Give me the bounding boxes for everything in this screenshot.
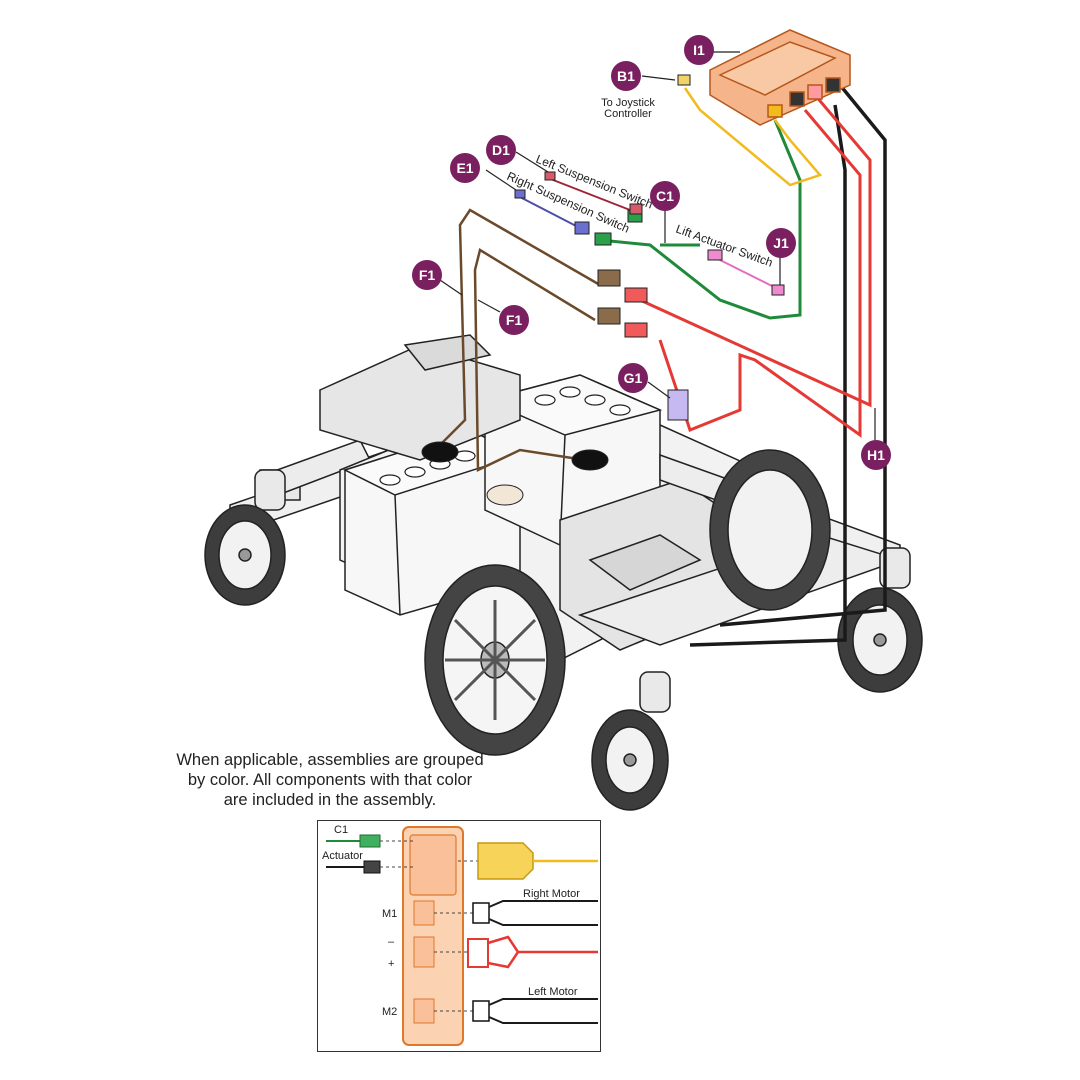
red-battery-harness (639, 94, 872, 438)
controller-module (709, 29, 851, 126)
legend-box: C1 Actuator M1 Right Motor – + M2 Left M… (317, 820, 601, 1052)
legend-m2-label: M2 (382, 1006, 397, 1018)
svg-text:F1: F1 (506, 312, 523, 328)
legend-joystick-connector (477, 842, 534, 880)
joystick-label-line2: Controller (604, 108, 652, 120)
callout-j1: J1 (766, 228, 796, 258)
callout-b1: B1 (611, 61, 641, 91)
legend-actuator-connector (363, 860, 381, 874)
callout-f1-upper: F1 (412, 260, 442, 290)
legend-right-motor-connector (472, 902, 490, 924)
svg-text:H1: H1 (867, 447, 885, 463)
assembly-caption: When applicable, assemblies are grouped … (130, 750, 530, 810)
legend-plus-label: + (388, 958, 394, 970)
legend-left-motor-connector (472, 1000, 490, 1022)
svg-text:C1: C1 (656, 188, 674, 204)
joystick-label-line1: To Joystick (601, 97, 655, 109)
connectors (421, 74, 785, 506)
callout-c1: C1 (650, 181, 680, 211)
legend-c1-connector (359, 834, 381, 848)
caption-line-1: When applicable, assemblies are grouped (176, 751, 484, 769)
callout-h1: H1 (861, 440, 891, 470)
left-suspension-cable (547, 177, 631, 211)
svg-text:B1: B1 (617, 68, 635, 84)
svg-text:E1: E1 (456, 160, 473, 176)
pink-lift-actuator-cable (709, 254, 781, 291)
legend-battery-connector (467, 938, 489, 968)
green-harness (599, 119, 802, 320)
legend-c1-label: C1 (334, 824, 348, 836)
wheels (204, 449, 923, 811)
legend-left-motor-label: Left Motor (528, 986, 578, 998)
callout-e1: E1 (450, 153, 480, 183)
svg-text:F1: F1 (419, 267, 436, 283)
svg-text:G1: G1 (624, 370, 643, 386)
leader-lines (439, 51, 876, 440)
callout-f1-lower: F1 (499, 305, 529, 335)
caption-line-2: by color. All components with that color (187, 771, 473, 789)
right-suspension-cable (517, 195, 581, 229)
legend-minus-label: – (388, 936, 395, 948)
yellow-joystick-cable (683, 87, 823, 187)
black-motor-harness (689, 83, 887, 647)
svg-text:D1: D1 (492, 142, 510, 158)
legend-right-motor-label: Right Motor (523, 888, 580, 900)
brown-battery-cables (439, 208, 601, 472)
callout-i1: I1 (684, 35, 714, 65)
svg-text:I1: I1 (693, 42, 705, 58)
legend-m1-label: M1 (382, 908, 397, 920)
caption-line-3: are included in the assembly. (223, 791, 437, 809)
legend-actuator-label: Actuator (322, 850, 363, 862)
svg-text:J1: J1 (773, 235, 789, 251)
legend-diagram: C1 Actuator M1 Right Motor – + M2 Left M… (322, 824, 598, 1046)
callout-g1: G1 (618, 363, 648, 393)
callout-d1: D1 (486, 135, 516, 165)
